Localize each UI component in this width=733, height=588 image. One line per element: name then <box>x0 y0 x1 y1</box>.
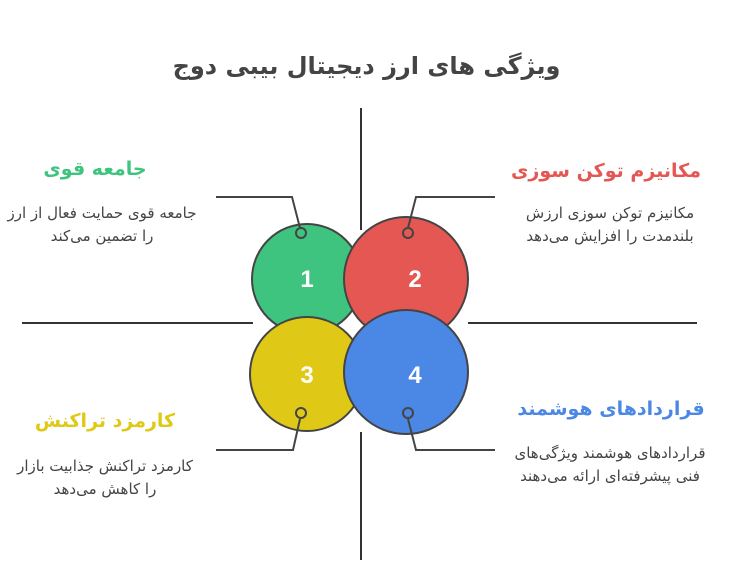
feature-4-heading: قراردادهای هوشمند <box>517 398 705 420</box>
marker-4 <box>402 407 414 419</box>
feature-1-description: جامعه قوی حمایت فعال از ارز را تضمین می‌… <box>7 204 197 245</box>
marker-1 <box>295 227 307 239</box>
feature-2-description: مکانیزم توکن سوزی ارزش بلندمدت را افزایش… <box>525 204 695 245</box>
number-1: 1 <box>300 266 313 293</box>
feature-3-description: کارمزد تراکنش جذابیت بازار را کاهش می‌ده… <box>17 457 193 498</box>
marker-3 <box>295 407 307 419</box>
number-3: 3 <box>300 362 313 389</box>
circle-4 <box>343 309 469 435</box>
diagram-title: ویژگی های ارز دیجیتال بیبی دوج <box>172 52 561 80</box>
feature-2-heading: مکانیزم توکن سوزی <box>511 160 701 182</box>
feature-1-heading: جامعه قوی <box>43 158 147 180</box>
connector-2 <box>407 196 495 229</box>
connector-1 <box>216 196 301 229</box>
number-4: 4 <box>408 362 422 389</box>
feature-3-heading: کارمزد تراکنش <box>34 410 176 432</box>
feature-4-description: قراردادهای هوشمند ویژگی‌های فنی پیشرفته‌… <box>514 444 706 485</box>
number-2: 2 <box>408 266 421 293</box>
connector-3 <box>216 418 301 451</box>
marker-2 <box>402 227 414 239</box>
connector-4 <box>407 418 495 451</box>
